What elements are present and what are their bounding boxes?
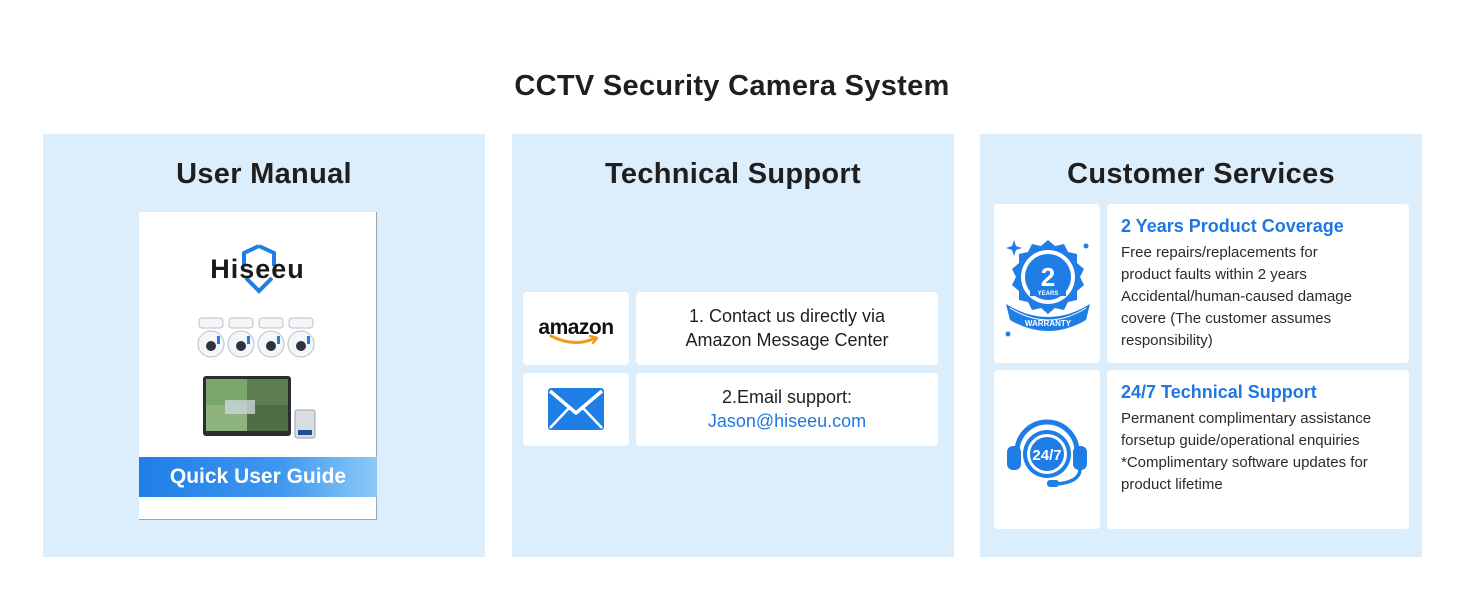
support-body: Permanent complimentary assistance forse… <box>1121 408 1371 496</box>
page-title: CCTV Security Camera System <box>514 70 950 102</box>
coverage-heading: 2 Years Product Coverage <box>1121 216 1344 236</box>
support-badge-text: 24/7 <box>1032 447 1061 464</box>
badge-years: YEARS <box>1038 291 1059 297</box>
product-coverage-card: 2 Years Product Coverage Free repairs/re… <box>1107 204 1409 363</box>
coverage-line: Free repairs/replacements for <box>1121 244 1318 261</box>
quick-guide-banner: Quick User Guide <box>139 457 377 497</box>
support-line: forsetup guide/operational enquiries <box>1121 432 1360 449</box>
amazon-smile-icon <box>549 334 599 345</box>
email-support-card: 2.Email support: Jason@hiseeu.com <box>636 373 938 446</box>
amazon-logo-card: amazon <box>523 292 629 365</box>
support-heading: 24/7 Technical Support <box>1121 382 1317 402</box>
email-link[interactable]: Jason@hiseeu.com <box>707 411 867 431</box>
support-line: *Complimentary software updates for <box>1121 454 1368 471</box>
technical-support-panel: Technical Support amazon 1. Contact us d… <box>512 134 954 557</box>
support-line: Permanent complimentary assistance <box>1121 410 1372 427</box>
technical-support-card: 24/7 Technical Support Permanent complim… <box>1107 370 1409 529</box>
amazon-logo-icon: amazon <box>538 316 614 339</box>
coverage-line: product faults within 2 years <box>1121 266 1307 283</box>
email-support-label: 2.Email support: <box>721 387 853 407</box>
support-icon-card: 24/7 <box>994 370 1100 529</box>
user-manual-title: User Manual <box>176 158 352 190</box>
badge-number: 2 <box>1041 262 1055 292</box>
contact-line-1: 1. Contact us directly via <box>688 306 886 326</box>
warranty-badge-icon: 2 YEARS WARRANTY <box>1005 240 1090 337</box>
coverage-line: covere (The customer assumes <box>1121 310 1332 327</box>
brand-logo: Hiseeu <box>139 244 376 296</box>
user-manual-panel: User Manual Hiseeu <box>43 134 485 557</box>
customer-services-title: Customer Services <box>1067 158 1335 190</box>
coverage-line: responsibility) <box>1121 332 1213 349</box>
badge-ribbon: WARRANTY <box>1025 319 1072 328</box>
brand-name: Hiseeu <box>210 254 305 284</box>
quick-user-guide-booklet[interactable]: Hiseeu <box>139 212 377 520</box>
coverage-body: Free repairs/replacements for product fa… <box>1121 242 1352 352</box>
support-line: product lifetime <box>1121 476 1223 493</box>
amazon-contact-card[interactable]: 1. Contact us directly via Amazon Messag… <box>636 292 938 365</box>
coverage-line: Accidental/human-caused damage <box>1121 288 1352 305</box>
mail-icon <box>548 388 604 430</box>
contact-line-2: Amazon Message Center <box>685 330 889 350</box>
customer-services-panel: Customer Services 2 YEARS WARRANTY 2 Yea… <box>980 134 1422 557</box>
support-247-icon: 24/7 <box>1007 419 1087 487</box>
warranty-icon-card: 2 YEARS WARRANTY <box>994 204 1100 363</box>
email-logo-card <box>523 373 629 446</box>
technical-support-title: Technical Support <box>605 158 861 190</box>
shield-icon <box>242 244 276 294</box>
quick-guide-label: Quick User Guide <box>169 465 347 488</box>
camera-kit-image <box>197 317 316 439</box>
